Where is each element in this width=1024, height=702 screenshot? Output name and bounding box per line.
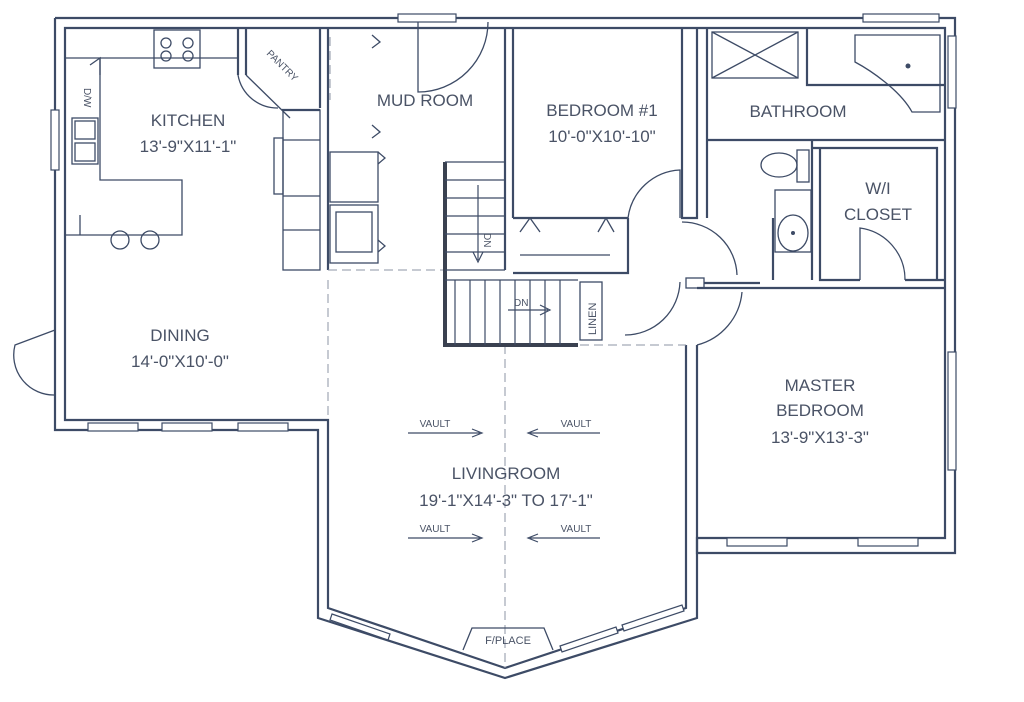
interior-doors bbox=[519, 169, 760, 346]
mud-room-fixtures bbox=[13, 21, 489, 396]
bedroom1-label: BEDROOM #1 bbox=[546, 101, 657, 120]
stairs bbox=[443, 161, 578, 347]
vault-label-4: VAULT bbox=[561, 524, 592, 535]
linen-label: LINEN bbox=[587, 303, 599, 335]
fireplace bbox=[462, 627, 554, 651]
bathroom-fixtures bbox=[711, 31, 941, 281]
living-dims: 19'-1"X14'-3" TO 17'-1" bbox=[419, 491, 593, 510]
kitchen-fixtures bbox=[65, 29, 321, 271]
living-label: LIVINGROOM bbox=[452, 464, 561, 483]
vault-arrows bbox=[408, 428, 600, 543]
dining-dims: 14'-0"X10'-0" bbox=[131, 352, 229, 371]
dashed-lines bbox=[327, 37, 686, 668]
closet-label-line1: W/I bbox=[865, 179, 891, 198]
vault-label-3: VAULT bbox=[420, 524, 451, 535]
mud-room-label: MUD ROOM bbox=[377, 91, 473, 110]
vault-label-2: VAULT bbox=[561, 419, 592, 430]
dw-label: D/W bbox=[81, 88, 92, 108]
kitchen-dims: 13'-9"X11'-1" bbox=[140, 137, 237, 156]
stair-dn-label-1: DN bbox=[481, 233, 492, 247]
kitchen-label: KITCHEN bbox=[151, 111, 226, 130]
bedroom1-dims: 10'-0"X10'-10" bbox=[548, 127, 655, 146]
closet-label-line2: CLOSET bbox=[844, 205, 912, 224]
stair-dn-label-2: DN bbox=[514, 298, 528, 309]
pantry-label: PANTRY bbox=[264, 48, 300, 84]
master-label-line1: MASTER bbox=[785, 376, 856, 395]
master-dims: 13'-9"X13'-3" bbox=[771, 428, 869, 447]
fireplace-label: F/PLACE bbox=[485, 635, 531, 647]
master-label-line2: BEDROOM bbox=[776, 401, 864, 420]
bathroom-label: BATHROOM bbox=[750, 102, 847, 121]
vault-label-1: VAULT bbox=[420, 419, 451, 430]
dining-label: DINING bbox=[150, 326, 210, 345]
windows bbox=[50, 13, 957, 653]
